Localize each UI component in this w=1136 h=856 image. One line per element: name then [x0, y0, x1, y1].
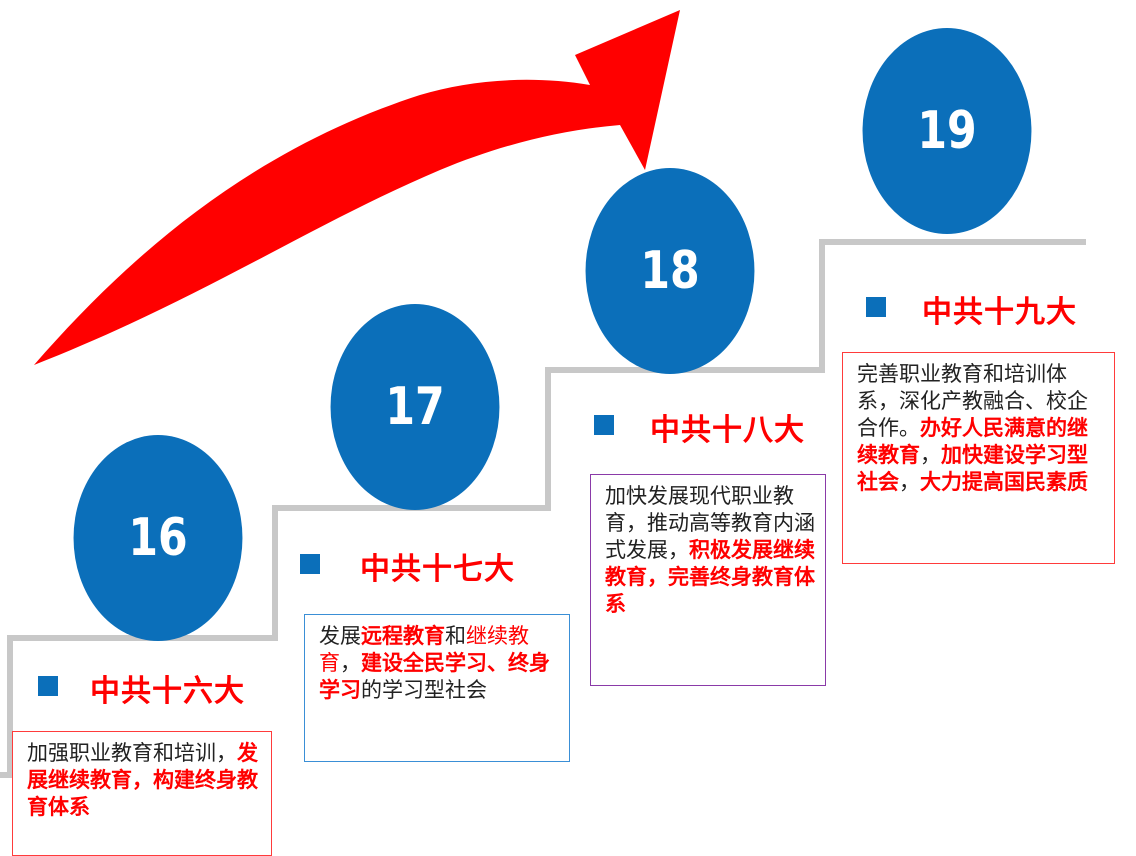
- stage-18-circle: 18: [585, 168, 755, 374]
- stage-17-bullet-icon: [300, 554, 320, 574]
- stage-17-text-4: 继续教育: [319, 624, 529, 675]
- stage-16-text-normal: 加强职业教育和培训，: [27, 741, 237, 765]
- stage-19-circle: 19: [862, 28, 1032, 234]
- stage-19-text-3: ，: [920, 443, 941, 467]
- stage-17-text-7: 的学习型社会: [361, 678, 487, 702]
- stage-17-title: 中共十七大: [360, 552, 515, 587]
- stage-17-number: 17: [385, 377, 445, 437]
- red-swoosh-arrow: [34, 10, 680, 365]
- stage-19-title: 中共十九大: [922, 295, 1077, 330]
- stage-19-text-2: 办好人民满意的继续教育: [857, 416, 1088, 467]
- stage-19-text-4: 加快建设学习型社会: [857, 443, 1088, 494]
- stage-18-text-highlight: 积极发展继续教育，完善终身教育体系: [605, 538, 815, 616]
- stage-18-number: 18: [640, 241, 700, 301]
- stage-18-text-normal: 加快发展现代职业教育，推动高等教育内涵式发展，: [605, 484, 815, 562]
- stage-19-bullet-icon: [866, 297, 886, 317]
- stage-19-text-6: 大力提高国民素质: [920, 470, 1088, 494]
- stage-16-number: 16: [128, 508, 188, 568]
- stage-19-text-5: ，: [899, 470, 920, 494]
- stage-16-text-highlight: 发展继续教育，构建终身教育体系: [27, 741, 258, 819]
- stage-19-text-1: 完善职业教育和培训体系，深化产教融合、校企合作。: [857, 362, 1088, 440]
- stage-18-title: 中共十八大: [650, 413, 805, 448]
- stage-18-bullet-icon: [594, 415, 614, 435]
- stage-17-description: 发展远程教育和继续教育，建设全民学习、终身学习的学习型社会: [304, 614, 570, 762]
- stage-17-text-5: ，: [340, 651, 361, 675]
- stage-17-text-1: 发展: [319, 624, 361, 648]
- stage-17-text-2: 远程教育: [361, 624, 445, 648]
- stage-17-circle: 17: [330, 304, 500, 510]
- stage-16-bullet-icon: [38, 676, 58, 696]
- stage-17-text-3: 和: [445, 624, 466, 648]
- stage-17-text-6: 建设全民学习、终身学习: [319, 651, 550, 702]
- stage-16-circle: 16: [73, 435, 243, 641]
- stage-19-description: 完善职业教育和培训体系，深化产教融合、校企合作。办好人民满意的继续教育，加快建设…: [842, 352, 1115, 564]
- stage-19-number: 19: [917, 101, 977, 161]
- stage-16-title: 中共十六大: [90, 674, 245, 709]
- stage-18-description: 加快发展现代职业教育，推动高等教育内涵式发展，积极发展继续教育，完善终身教育体系: [590, 474, 826, 686]
- stage-16-description: 加强职业教育和培训，发展继续教育，构建终身教育体系: [12, 731, 272, 856]
